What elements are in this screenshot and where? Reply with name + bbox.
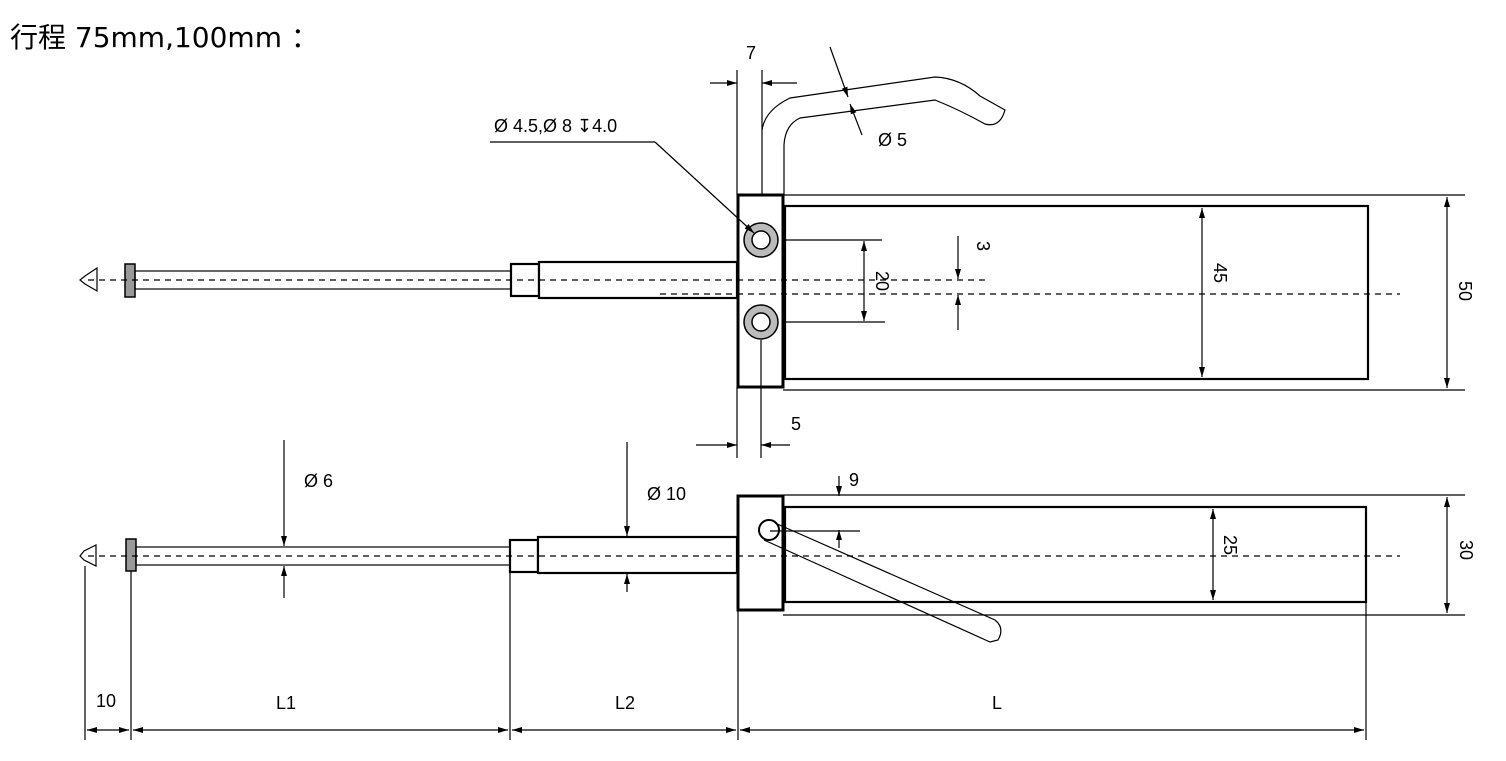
probe-tip — [79, 266, 98, 293]
probe-tip — [79, 544, 97, 567]
len-10-label: 10 — [96, 691, 116, 711]
probe-nut — [125, 538, 137, 572]
dim-20-label: 20 — [872, 271, 892, 291]
dim-5-label: 5 — [791, 414, 801, 434]
mount-hole — [751, 312, 771, 332]
sensor-body — [783, 204, 1370, 381]
dim-45-label: 45 — [1210, 263, 1230, 283]
cable-dia-label: Ø 5 — [878, 130, 907, 150]
mount-flange — [736, 494, 785, 612]
dia-10-label: Ø 10 — [647, 484, 686, 504]
dia-6-label: Ø 6 — [304, 471, 333, 491]
cable — [763, 522, 1002, 643]
dim-3-label: 3 — [973, 241, 993, 251]
hole-callout-label: Ø 4.5,Ø 8 ↧4.0 — [494, 116, 617, 136]
dim-30-label: 30 — [1456, 540, 1476, 560]
top-view: 7 Ø 5 Ø 4.5,Ø 8 ↧4.0 20 3 45 50 5 — [79, 43, 1475, 458]
dim-25-label: 25 — [1220, 535, 1240, 555]
mount-hole — [751, 230, 771, 250]
cable — [761, 76, 1006, 195]
len-L-label: L — [992, 693, 1002, 713]
len-L1-label: L1 — [276, 693, 296, 713]
dim-7-label: 7 — [746, 43, 756, 63]
side-view: Ø 6 Ø 10 9 25 30 10 L1 L2 — [79, 440, 1476, 740]
cable-exit — [758, 519, 780, 541]
dim-9-label: 9 — [849, 470, 859, 490]
len-L2-label: L2 — [615, 693, 635, 713]
drawing-title: 行程 75mm,100mm ： — [10, 21, 319, 54]
sensor-body — [783, 505, 1368, 604]
dim-50-label: 50 — [1455, 281, 1475, 301]
guide-tube — [536, 535, 739, 575]
rod-collar — [509, 262, 541, 298]
